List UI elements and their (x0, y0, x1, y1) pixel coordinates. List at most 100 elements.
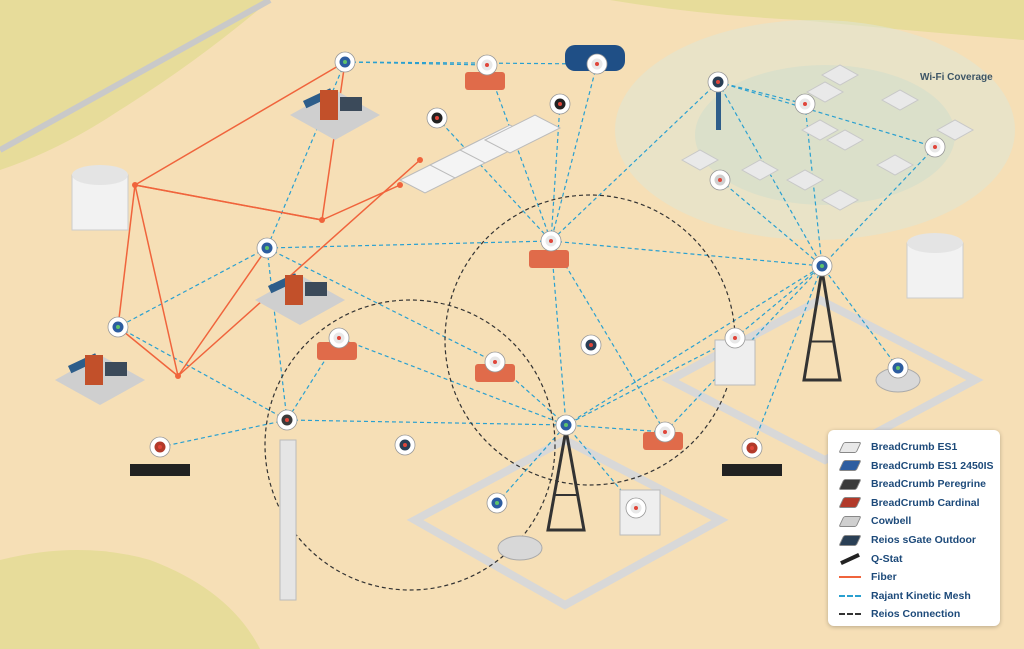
mesh-link (550, 81, 719, 242)
cowbell-icon (709, 169, 731, 191)
breadcrumb-es1-icon (476, 54, 498, 76)
breadcrumb-es1-2450is-icon-led (896, 366, 900, 370)
sgate-icon-led (589, 343, 593, 347)
tent (820, 189, 860, 211)
fiber-junction (397, 182, 403, 188)
facility-fence (661, 295, 984, 465)
pumpjack-crank (85, 355, 103, 385)
fiber-junction (417, 157, 423, 163)
breadcrumb-es1-2450is-icon-led (343, 60, 347, 64)
fence (0, 0, 272, 153)
breadcrumb-es1-icon-led (493, 360, 497, 364)
cowbell-icon (836, 514, 864, 528)
breadcrumb-peregrine-icon (276, 409, 298, 431)
fiber-link (321, 61, 346, 221)
mesh-link (751, 265, 823, 449)
breadcrumb-es1-icon-led (549, 239, 553, 243)
breadcrumb-es1-2450is-icon (256, 237, 278, 259)
breadcrumb-es1-2450is-icon (555, 414, 577, 436)
legend-item: BreadCrumb ES1 (836, 439, 957, 455)
tent (880, 89, 920, 111)
fiber-link (117, 184, 136, 328)
pumpjack-motor (305, 282, 327, 296)
fiber-link (134, 184, 323, 221)
breadcrumb-cardinal-icon (836, 496, 864, 510)
breadcrumb-es1-icon (328, 327, 350, 349)
tent (805, 81, 845, 103)
fiber-link (134, 184, 179, 377)
breadcrumb-es1-icon-led (485, 63, 489, 67)
sgate-icon-led (403, 443, 407, 447)
breadcrumb-es1-2450is-icon (836, 459, 864, 473)
breadcrumb-es1-icon (625, 497, 647, 519)
breadcrumb-es1-icon (540, 230, 562, 252)
storage-tank-top (907, 233, 963, 253)
access-point-icon-led (716, 80, 720, 84)
legend-label: Reios Connection (871, 608, 961, 621)
storage-tank-top (72, 165, 128, 185)
breadcrumb-es1-icon (586, 53, 608, 75)
mesh-link (266, 240, 552, 249)
drone (722, 464, 782, 476)
mesh-link (486, 64, 552, 242)
grass-area (0, 0, 270, 170)
qstat-icon (836, 552, 864, 566)
pickup-truck (475, 364, 515, 382)
breadcrumb-cardinal-icon (741, 437, 763, 459)
fiber-link (117, 326, 179, 377)
breadcrumb-es1-icon (724, 327, 746, 349)
mesh-link (565, 265, 823, 426)
fiber-junction (132, 182, 138, 188)
legend-item: Rajant Kinetic Mesh (836, 588, 971, 604)
pickup-truck (465, 72, 505, 90)
reios-connection-range (264, 299, 556, 591)
breadcrumb-es1-icon (794, 93, 816, 115)
legend-label: Fiber (871, 571, 897, 584)
legend-item: BreadCrumb Peregrine (836, 476, 986, 492)
grass-area (610, 0, 1024, 40)
fiber-junction (175, 373, 181, 379)
tent (680, 149, 720, 171)
breadcrumb-cardinal-icon-led (158, 445, 162, 449)
cell-tower (279, 439, 297, 601)
qstat-icon-led (558, 102, 562, 106)
breadcrumb-es1-icon (836, 440, 864, 454)
qstat-icon (549, 93, 571, 115)
mesh-link (804, 103, 823, 267)
mesh-link (338, 337, 567, 426)
derrick-tower (546, 429, 586, 532)
breadcrumb-cardinal-icon-led (750, 446, 754, 450)
breadcrumb-es1-2450is-icon-led (564, 423, 568, 427)
sgate-icon (580, 334, 602, 356)
fiber-link (321, 184, 401, 221)
mesh-link (821, 146, 936, 267)
pumpjack-motor (105, 362, 127, 376)
breadcrumb-es1-2450is-icon (486, 492, 508, 514)
wifi-pole (716, 90, 721, 130)
breadcrumb-peregrine-icon-led (285, 418, 289, 422)
tent (800, 119, 840, 141)
legend-item: Q-Stat (836, 551, 903, 567)
breadcrumb-es1-icon-led (634, 506, 638, 510)
tent (935, 119, 975, 141)
separator-tank (497, 535, 543, 561)
breadcrumb-peregrine-icon (836, 477, 864, 491)
mesh-link (821, 265, 899, 369)
reios-dashed-line (836, 607, 864, 621)
legend-label: Q-Stat (871, 552, 903, 565)
breadcrumb-es1-icon (924, 136, 946, 158)
legend-label: Rajant Kinetic Mesh (871, 589, 971, 602)
mesh-link (266, 61, 346, 249)
mesh-link (719, 179, 823, 267)
wifi-coverage-label: Wi-Fi Coverage (920, 72, 993, 83)
fiber-junction (319, 217, 325, 223)
breadcrumb-es1-2450is-icon-led (820, 264, 824, 268)
sgate-icon (836, 533, 864, 547)
tower-frame (802, 269, 842, 382)
fiber-link (134, 61, 346, 186)
drone (130, 464, 190, 476)
pumpjack (290, 88, 380, 140)
mesh-link (550, 240, 823, 267)
mesh-link (159, 419, 288, 448)
mesh-link (717, 81, 936, 148)
